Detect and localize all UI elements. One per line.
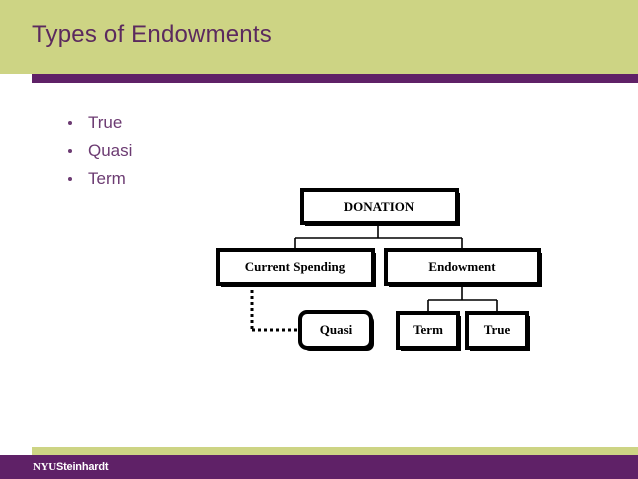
bullet-dot-icon	[68, 121, 72, 125]
diagram-node-label: DONATION	[344, 199, 415, 214]
footer-logo-primary: NYU	[33, 461, 56, 473]
list-item: Term	[62, 168, 262, 189]
page-title: Types of Endowments	[32, 21, 272, 48]
list-item-label: Term	[88, 169, 126, 188]
diagram-node-label: Current Spending	[245, 259, 346, 274]
footer-accent-bar	[32, 447, 638, 455]
bullet-dot-icon	[68, 149, 72, 153]
diagram-node-quasi: Quasi	[298, 310, 374, 351]
diagram-node-label: Endowment	[428, 259, 496, 274]
list-item: Quasi	[62, 140, 262, 161]
diagram-node-current-spending: Current Spending	[216, 248, 376, 287]
footer-logo: NYUSteinhardt	[33, 461, 109, 473]
header-band	[0, 0, 638, 74]
list-item-label: True	[88, 113, 123, 132]
diagram-node-donation: DONATION	[300, 188, 460, 226]
diagram-node-label: Term	[413, 322, 443, 337]
diagram-node-label: True	[484, 322, 511, 337]
footer-logo-secondary: Steinhardt	[55, 461, 109, 473]
footer-band	[0, 455, 638, 479]
header-divider	[32, 74, 638, 83]
list-item-label: Quasi	[88, 141, 133, 160]
connector-donation-children	[294, 224, 463, 250]
bullet-dot-icon	[68, 177, 72, 181]
diagram-node-endowment: Endowment	[384, 248, 542, 287]
diagram-node-label: Quasi	[320, 322, 353, 337]
endowment-flow-diagram: DONATION Current Spending Endowment Quas…	[200, 180, 560, 360]
diagram-node-true: True	[465, 311, 530, 351]
connector-current-spending-quasi	[250, 284, 300, 332]
connector-endowment-children	[427, 286, 498, 313]
list-item: True	[62, 112, 262, 133]
diagram-node-term: Term	[396, 311, 461, 351]
bullet-list: True Quasi Term	[62, 112, 262, 196]
